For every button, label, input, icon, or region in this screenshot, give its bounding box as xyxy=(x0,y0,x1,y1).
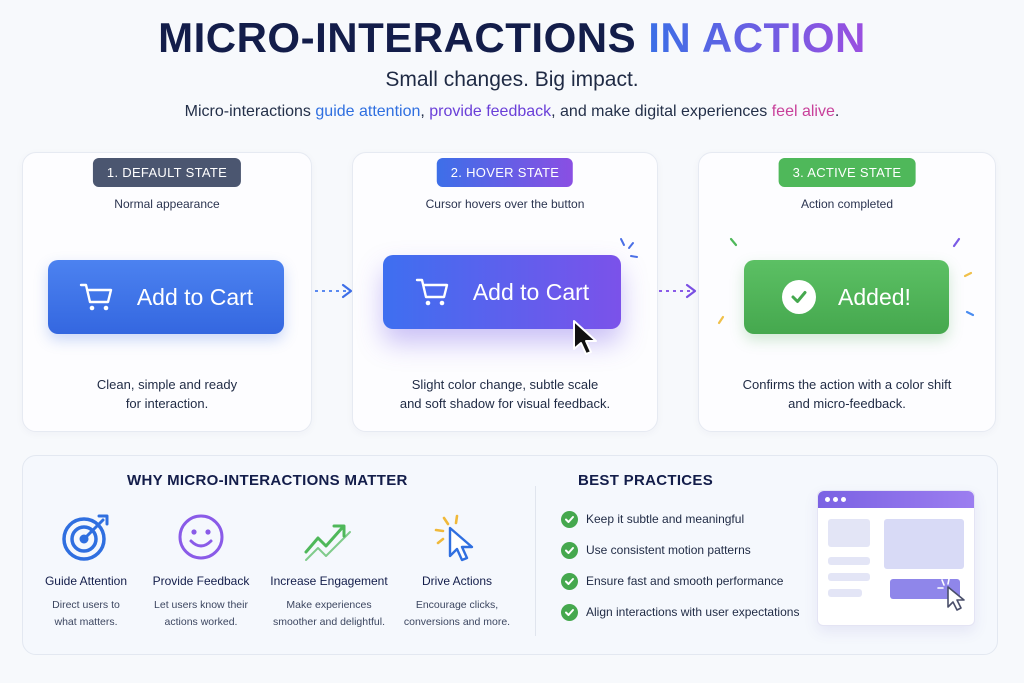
practice-label: Align interactions with user expectation… xyxy=(586,605,800,619)
tagline-middle: , and make digital experiences xyxy=(551,103,768,120)
placeholder-image xyxy=(884,519,964,569)
hover-state-pill: 2. HOVER STATE xyxy=(436,158,574,187)
add-to-cart-button-default[interactable]: Add to Cart xyxy=(48,260,284,334)
browser-mockup-illustration xyxy=(817,490,975,626)
click-cursor-icon xyxy=(434,514,474,562)
page-title: MICRO-INTERACTIONS IN ACTION xyxy=(0,14,1024,62)
mouse-cursor-icon xyxy=(573,320,597,355)
benefit-label: Increase Engagement xyxy=(270,574,388,588)
practice-item: Use consistent motion patterns xyxy=(561,540,751,560)
check-icon xyxy=(561,572,578,590)
cart-icon xyxy=(79,283,113,311)
benefit-label: Drive Actions xyxy=(421,574,493,588)
window-dot xyxy=(825,497,830,502)
mock-button xyxy=(890,579,960,599)
benefit-provide-feedback: Provide Feedback Let users know their ac… xyxy=(141,510,261,631)
hover-state-card: 2. HOVER STATE Cursor hovers over the bu… xyxy=(352,152,658,432)
title-accent: IN ACTION xyxy=(648,14,866,61)
page-subtitle: Small changes. Big impact. xyxy=(385,68,639,91)
default-state-desc: Normal appearance xyxy=(114,197,220,211)
section-divider xyxy=(535,486,536,636)
caption-line: Confirms the action with a color shift xyxy=(742,377,952,392)
add-to-cart-label: Add to Cart xyxy=(136,283,254,310)
arrow-right-icon xyxy=(315,283,353,299)
placeholder-line xyxy=(828,573,870,581)
benefit-desc: Direct users to what matters. xyxy=(26,597,146,631)
check-icon xyxy=(561,510,578,528)
tagline-provide: provide feedback xyxy=(429,103,552,120)
active-state-caption: Confirms the action with a color shift a… xyxy=(699,375,995,413)
window-dot xyxy=(833,497,838,502)
arrow-right-icon xyxy=(659,283,697,299)
placeholder-block xyxy=(828,519,870,547)
benefit-label: Provide Feedback xyxy=(152,574,250,588)
placeholder-line xyxy=(828,557,870,565)
best-practices-title: BEST PRACTICES xyxy=(578,472,714,489)
benefit-desc: Encourage clicks, conversions and more. xyxy=(397,597,517,631)
hover-state-caption: Slight color change, subtle scale and so… xyxy=(353,375,657,413)
check-icon xyxy=(782,280,817,314)
browser-title-bar xyxy=(818,491,974,508)
window-dot xyxy=(841,497,846,502)
benefit-desc-line: what matters. xyxy=(54,616,118,628)
benefit-desc-line: Let users know their xyxy=(154,599,248,611)
benefit-drive-actions: Drive Actions Encourage clicks, conversi… xyxy=(397,510,517,631)
caption-line: Clean, simple and ready xyxy=(96,377,238,392)
added-button-active[interactable]: Added! xyxy=(744,260,949,334)
benefit-increase-engagement: Increase Engagement Make experiences smo… xyxy=(269,510,389,631)
benefit-desc: Make experiences smoother and delightful… xyxy=(269,597,389,631)
practice-label: Use consistent motion patterns xyxy=(586,543,751,557)
benefit-label: Guide Attention xyxy=(44,574,128,588)
practice-item: Keep it subtle and meaningful xyxy=(561,509,744,529)
default-state-card: 1. DEFAULT STATE Normal appearance Add t… xyxy=(22,152,312,432)
cart-icon xyxy=(415,278,449,306)
tagline-guide: guide attention xyxy=(315,103,421,120)
practice-label: Keep it subtle and meaningful xyxy=(586,512,745,526)
benefit-desc-line: conversions and more. xyxy=(403,616,511,628)
default-state-pill: 1. DEFAULT STATE xyxy=(92,158,242,187)
active-state-pill: 3. ACTIVE STATE xyxy=(778,158,916,187)
added-label: Added! xyxy=(838,283,911,310)
hover-state-desc: Cursor hovers over the button xyxy=(425,197,585,211)
add-to-cart-label: Add to Cart xyxy=(472,278,590,305)
sparkle-icon xyxy=(620,238,638,258)
why-section-title: WHY MICRO-INTERACTIONS MATTER xyxy=(127,472,408,489)
confetti-icon xyxy=(717,237,975,325)
title-main: MICRO-INTERACTIONS xyxy=(158,14,637,61)
benefit-desc-line: smoother and delightful. xyxy=(272,616,386,628)
caption-line: and soft shadow for visual feedback. xyxy=(399,396,611,411)
smiley-icon xyxy=(178,514,224,560)
benefit-desc-line: Encourage clicks, xyxy=(415,599,499,611)
target-icon xyxy=(62,514,109,561)
practice-item: Ensure fast and smooth performance xyxy=(561,571,783,591)
default-state-caption: Clean, simple and ready for interaction. xyxy=(23,375,311,413)
click-cursor-icon xyxy=(937,578,965,611)
tagline: Micro-interactions guide attention, prov… xyxy=(0,103,1024,121)
tagline-prefix: Micro-interactions xyxy=(184,103,311,120)
benefit-desc-line: actions worked. xyxy=(164,616,238,628)
check-icon xyxy=(561,541,578,559)
benefit-desc-line: Direct users to xyxy=(52,599,120,611)
bottom-panel: WHY MICRO-INTERACTIONS MATTER Guide Atte… xyxy=(22,455,998,655)
caption-line: for interaction. xyxy=(125,396,209,411)
tagline-end: . xyxy=(834,103,840,120)
tagline-comma: , xyxy=(420,103,425,120)
practice-item: Align interactions with user expectation… xyxy=(561,602,799,622)
tagline-feel: feel alive xyxy=(771,103,835,120)
benefit-desc-line: Make experiences xyxy=(286,599,372,611)
practice-label: Ensure fast and smooth performance xyxy=(586,574,784,588)
check-icon xyxy=(561,603,578,621)
trend-up-icon xyxy=(304,524,351,561)
benefit-guide-attention: Guide Attention Direct users to what mat… xyxy=(26,510,146,631)
caption-line: and micro-feedback. xyxy=(788,396,906,411)
active-state-desc: Action completed xyxy=(800,197,894,211)
benefit-desc: Let users know their actions worked. xyxy=(141,597,261,631)
placeholder-line xyxy=(828,589,862,597)
caption-line: Slight color change, subtle scale xyxy=(411,377,599,392)
active-state-card: 3. ACTIVE STATE Action completed Added! … xyxy=(698,152,996,432)
add-to-cart-button-hover[interactable]: Add to Cart xyxy=(383,255,621,329)
